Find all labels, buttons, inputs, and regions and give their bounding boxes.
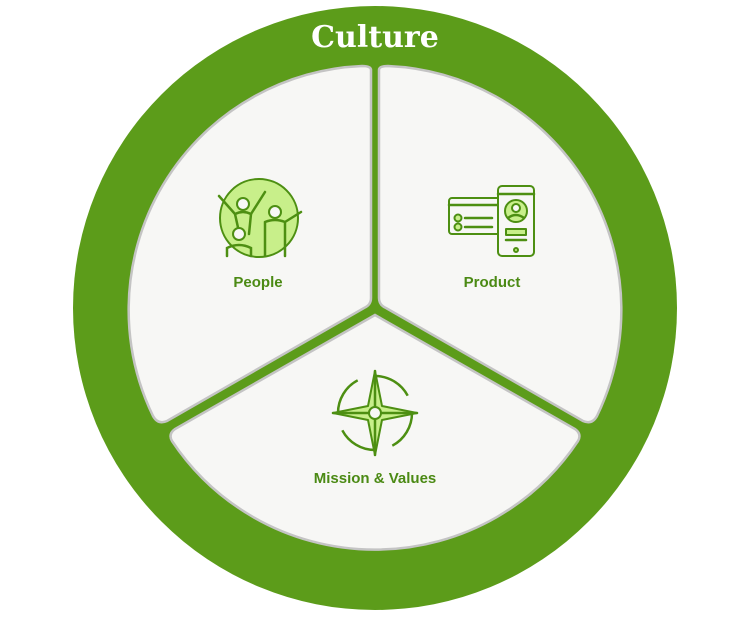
segment-label-mission-values: Mission & Values xyxy=(314,470,437,487)
compass-star-icon xyxy=(331,369,419,457)
people-cheering-icon xyxy=(217,178,303,258)
diagram-title: Culture xyxy=(311,20,439,55)
segment-label-product: Product xyxy=(464,274,521,291)
product-screens-icon xyxy=(447,185,536,257)
segment-label-people: People xyxy=(233,274,282,291)
